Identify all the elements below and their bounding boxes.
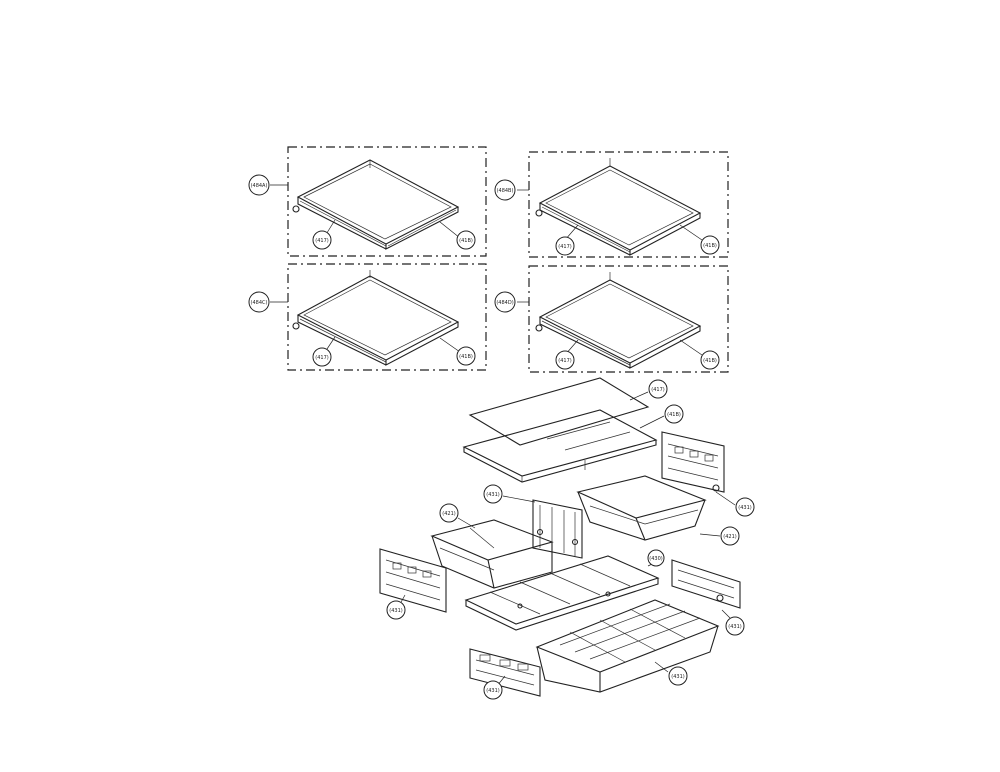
shelf-assembly-panel-a [270, 146, 487, 257]
callout-shelf-glass-2: (417) [555, 236, 575, 256]
svg-text:(431): (431) [728, 624, 741, 630]
shelf-assembly-panel-b [517, 151, 729, 258]
callout-shelf-assy-a: (484A) [248, 174, 270, 196]
callout-shelf-glass-3: (417) [312, 347, 332, 367]
svg-text:(431): (431) [486, 688, 499, 694]
svg-text:(421): (421) [442, 511, 455, 517]
callout-bottom-bracket: (431) [483, 680, 503, 700]
svg-text:(431): (431) [738, 505, 751, 511]
right-lower-bracket [671, 559, 741, 609]
crisper-cover-frame [462, 409, 658, 483]
callout-shelf-frame-2: (41B) [700, 235, 720, 255]
left-drawer [430, 519, 554, 589]
shelf-drawing-d [535, 272, 702, 369]
callout-shelf-glass-1: (417) [312, 230, 332, 250]
callout-crisper-pan: (431) [668, 666, 688, 686]
right-side-bracket [661, 431, 725, 493]
svg-text:(484B): (484B) [497, 188, 514, 194]
callout-rail-lower-label: (430) [647, 549, 665, 567]
svg-text:(431): (431) [486, 492, 499, 498]
callout-shelf-assy-c: (484C) [248, 291, 270, 313]
svg-text:(417): (417) [315, 238, 328, 244]
callout-shelf-assy-b: (484B) [494, 179, 516, 201]
svg-text:(41B): (41B) [459, 238, 473, 244]
center-divider [532, 499, 583, 559]
callout-rail-left: (431) [386, 600, 406, 620]
shelf-drawing-b [535, 158, 702, 256]
svg-text:(484A): (484A) [251, 183, 268, 189]
shelf-drawing-c [292, 270, 460, 366]
svg-text:(431): (431) [671, 674, 684, 680]
callout-shelf-frame-1: (41B) [456, 230, 476, 250]
svg-text:(41B): (41B) [459, 354, 473, 360]
svg-text:(417): (417) [315, 355, 328, 361]
svg-text:(430): (430) [649, 556, 662, 562]
lower-rail-frame [464, 555, 660, 631]
crisper-pan [535, 599, 720, 693]
callout-drawer-right: (421) [720, 526, 740, 546]
svg-text:(484C): (484C) [251, 300, 268, 306]
callout-divider: (431) [483, 484, 503, 504]
callout-shelf-glass-4: (417) [555, 350, 575, 370]
callout-rail-right: (431) [735, 497, 755, 517]
callout-shelf-assy-d: (484D) [494, 291, 516, 313]
callout-rail-lower: (431) [725, 616, 745, 636]
svg-text:(41B): (41B) [703, 358, 717, 364]
callout-cover-glass: (417) [648, 379, 668, 399]
svg-text:(431): (431) [389, 608, 402, 614]
bottom-front-bracket [469, 648, 541, 697]
crisper-cover-glass [468, 377, 650, 446]
callout-shelf-frame-3: (41B) [456, 346, 476, 366]
svg-text:(417): (417) [651, 387, 664, 393]
svg-text:(41B): (41B) [667, 412, 681, 418]
svg-text:(421): (421) [723, 534, 736, 540]
left-side-bracket [379, 548, 447, 613]
callout-drawer-left: (421) [439, 503, 459, 523]
svg-text:(484D): (484D) [496, 300, 513, 306]
shelf-assembly-panel-c [270, 263, 487, 371]
right-drawer [576, 475, 707, 541]
svg-text:(417): (417) [558, 244, 571, 250]
shelf-drawing-a [292, 159, 460, 250]
callout-shelf-frame-4: (41B) [700, 350, 720, 370]
svg-text:(41B): (41B) [703, 243, 717, 249]
callout-cover-frame: (41B) [664, 404, 684, 424]
svg-text:(417): (417) [558, 358, 571, 364]
shelf-assembly-panel-d [517, 265, 729, 373]
